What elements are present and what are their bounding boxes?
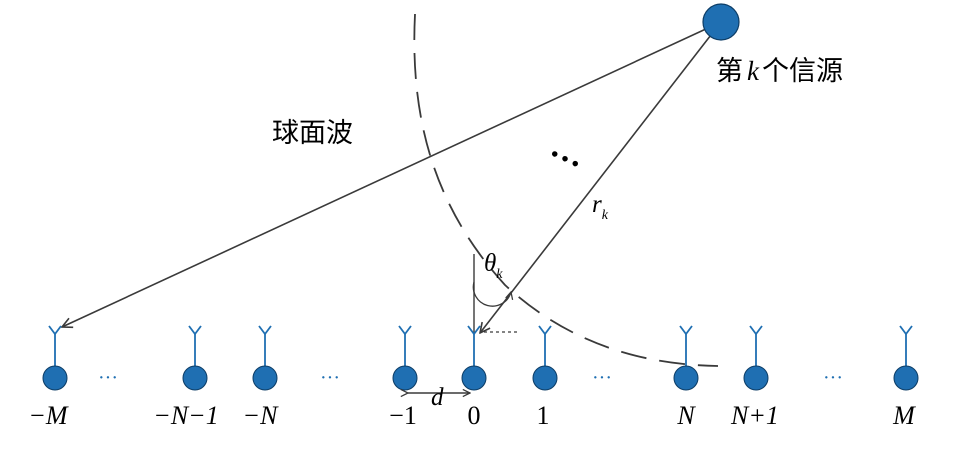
sensor-m-N+1: N+1 [730, 325, 779, 430]
rays-ellipsis: ··· [541, 135, 587, 183]
array-ellipsis-3: ··· [592, 367, 612, 389]
sensor-node [42, 365, 68, 391]
ray-to-minus-M [62, 21, 722, 327]
antenna-icon [467, 325, 481, 336]
antenna-icon [48, 325, 62, 336]
sensor-label: 1 [537, 401, 550, 430]
antenna-icon [679, 325, 693, 336]
ray-to-sensor-0 [480, 21, 722, 333]
range-label: rk [592, 191, 609, 223]
sensor-m-1: 1 [532, 325, 558, 430]
sensor-label: −M [28, 401, 69, 430]
source-node [702, 3, 740, 41]
sensor-node [252, 365, 278, 391]
sensor-node [743, 365, 769, 391]
sensor-m-0: 0 [461, 325, 487, 430]
sensor-m-neg-M: −M [28, 325, 69, 430]
angle-arc [472, 281, 511, 307]
sensor-node [392, 365, 418, 391]
sensor-m-M: M [892, 325, 919, 430]
spherical-wave-label: 球面波 [272, 118, 353, 149]
antenna-icon [899, 325, 913, 336]
sensor-m-neg-N: −N [243, 325, 280, 430]
sensor-node [893, 365, 919, 391]
sensor-label: −1 [389, 401, 417, 430]
sensor-node [673, 365, 699, 391]
sensor-label: −N [243, 401, 280, 430]
antenna-icon [398, 325, 412, 336]
sensor-label: −N−1 [153, 401, 218, 430]
array-ellipsis-4: ··· [823, 367, 843, 389]
sensor-m-neg-N-1: −N−1 [153, 325, 219, 430]
angle-label: θk [484, 250, 503, 282]
antenna-icon [749, 325, 763, 336]
antenna-icon [188, 325, 202, 336]
sensor-label: N [676, 401, 696, 430]
sensor-label: 0 [468, 401, 481, 430]
sensor-m-neg-1: −1 [389, 325, 418, 430]
sensor-node [182, 365, 208, 391]
sensor-label: M [892, 401, 916, 430]
antenna-icon [538, 325, 552, 336]
array-ellipsis-2: ··· [320, 367, 340, 389]
sensor-node [532, 365, 558, 391]
antenna-icon [258, 325, 272, 336]
sensor-label: N+1 [730, 401, 779, 430]
sensor-node [461, 365, 487, 391]
spacing-label: d [431, 384, 444, 411]
spherical-wavefront-arc [413, 13, 719, 367]
array-ellipsis-1: ··· [98, 367, 118, 389]
sensor-m-N: N [673, 325, 699, 430]
